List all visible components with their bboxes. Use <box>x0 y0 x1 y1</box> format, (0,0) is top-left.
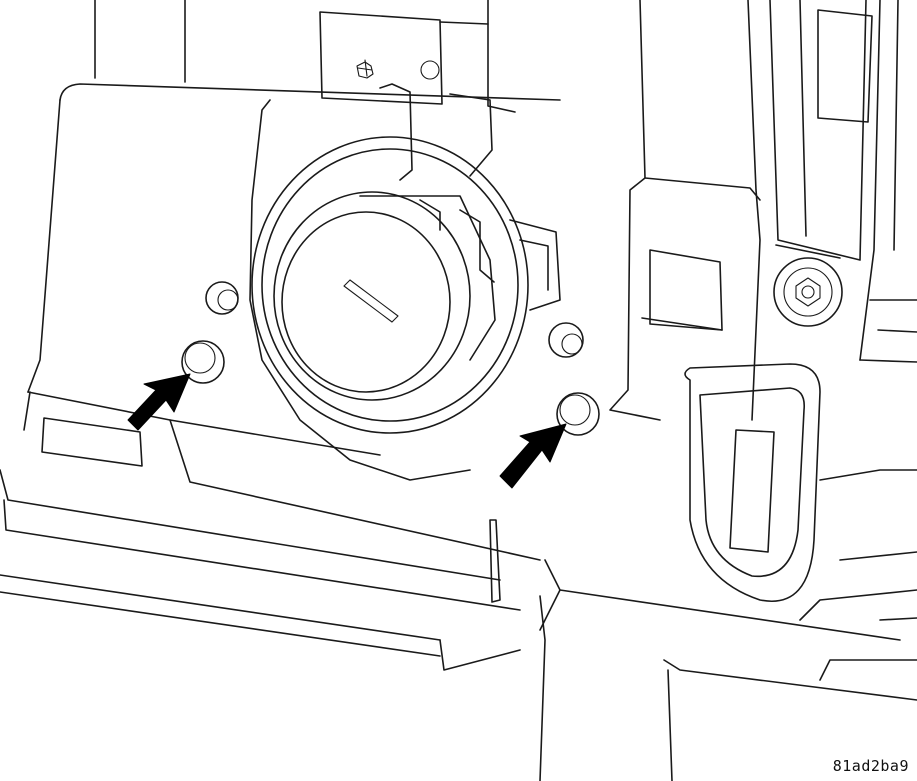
headlamp-bulb-socket <box>251 83 561 434</box>
arrow-left-icon <box>127 373 191 431</box>
callout-arrows <box>127 373 567 489</box>
fasteners <box>181 281 600 436</box>
mounting-screw-left <box>181 340 225 384</box>
upper-bracket <box>94 0 516 113</box>
mounting-screw-right <box>556 392 600 436</box>
figure-code: 81ad2ba9 <box>832 757 909 775</box>
lamp-housing <box>0 83 901 781</box>
arrow-right-icon <box>499 423 567 489</box>
right-body-structure <box>609 0 917 781</box>
